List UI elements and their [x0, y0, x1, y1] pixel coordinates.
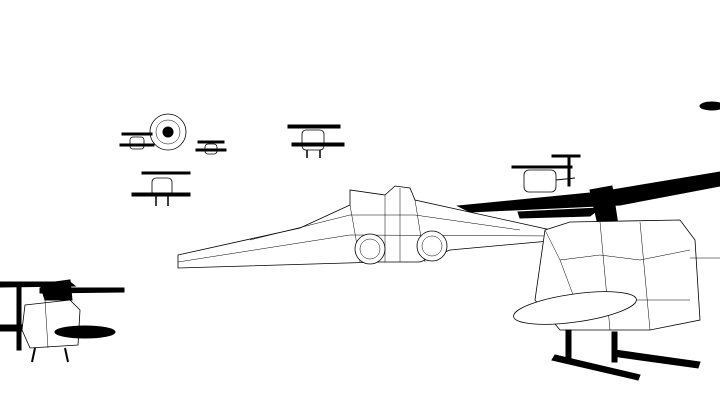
helicopter-left [0, 279, 125, 363]
helicopter-small-5 [511, 154, 581, 193]
radial-engine [149, 113, 187, 151]
helicopter-small-1 [119, 132, 155, 150]
wireframe-jet [177, 185, 561, 269]
helicopter-small-3 [131, 171, 191, 206]
helicopter-small-4 [287, 124, 345, 158]
helicopter-small-2 [195, 140, 227, 155]
helicopter-large [456, 101, 720, 381]
